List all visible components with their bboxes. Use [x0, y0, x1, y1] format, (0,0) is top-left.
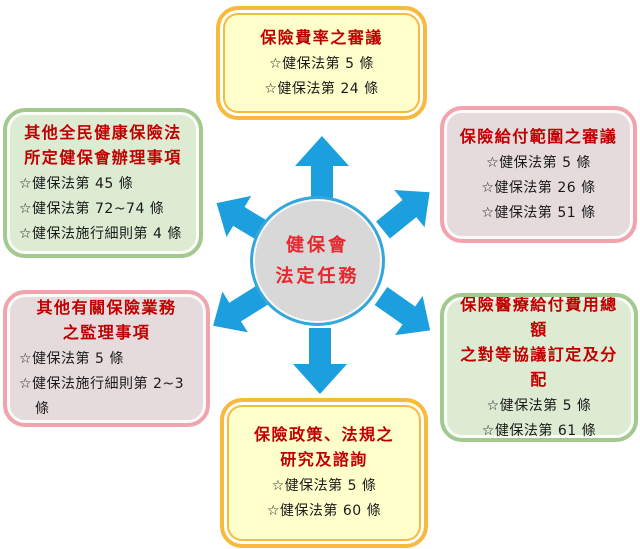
box-title-line: 之監理事項	[62, 323, 151, 342]
box-title-line: 保險醫療給付費用總額	[460, 294, 618, 339]
box-title: 保險政策、法規之 研究及諮詢	[234, 422, 414, 472]
box-title-line: 其他有關保險業務	[36, 298, 177, 317]
box-title-line: 研究及諮詢	[280, 450, 368, 469]
box-title-line: 保險政策、法規之	[253, 425, 394, 444]
law-reference: ☆健保法第 5 條	[271, 478, 377, 494]
law-reference: ☆健保法第 24 條	[264, 80, 379, 97]
box-other-supervision-matters: 其他有關保險業務 之監理事項 ☆健保法第 5 條 ☆健保法施行細則第 2~3 條	[3, 290, 210, 427]
box-title-line: 之對等協議訂定及分配	[460, 344, 618, 389]
law-reference: ☆健保法第 5 條	[486, 397, 592, 414]
box-title-line: 保險給付範圍之審議	[459, 126, 618, 146]
law-reference-continuation: 條	[35, 401, 50, 417]
law-reference: ☆健保法第 26 條	[481, 179, 596, 196]
law-reference: ☆健保法第 61 條	[481, 422, 597, 439]
box-items: ☆健保法第 5 條 ☆健保法第 26 條 ☆健保法第 51 條	[454, 151, 623, 226]
law-reference: ☆健保法第 72~74 條	[19, 200, 165, 217]
box-policy-research-consultation: 保險政策、法規之 研究及諮詢 ☆健保法第 5 條 ☆健保法第 60 條	[220, 398, 428, 548]
box-title-line: 保險費率之審議	[260, 27, 383, 47]
law-reference: ☆健保法第 5 條	[486, 154, 591, 171]
central-circle-text-line: 法定任務	[275, 266, 360, 287]
box-title: 保險醫療給付費用總額 之對等協議訂定及分配	[454, 294, 624, 392]
central-circle-text-line: 健保會	[286, 235, 349, 256]
law-reference: ☆健保法施行細則第 4 條	[19, 225, 182, 242]
law-reference: ☆健保法第 60 條	[266, 503, 382, 519]
box-other-nhi-act-matters: 其他全民健康保險法 所定健保會辦理事項 ☆健保法第 45 條 ☆健保法第 72~…	[3, 108, 203, 258]
box-insurance-rate-review: 保險費率之審議 ☆健保法第 5 條 ☆健保法第 24 條	[216, 6, 427, 120]
box-benefit-scope-review: 保險給付範圍之審議 ☆健保法第 5 條 ☆健保法第 26 條 ☆健保法第 51 …	[440, 106, 637, 243]
box-title: 保險費率之審議	[230, 25, 413, 50]
box-items: ☆健保法第 5 條 ☆健保法施行細則第 2~3 條	[17, 347, 196, 422]
arrow-up-icon	[295, 136, 349, 202]
arrow-upper-right-icon	[376, 189, 430, 239]
arrow-lower-right-icon	[374, 286, 431, 336]
box-items: ☆健保法第 45 條 ☆健保法第 72~74 條 ☆健保法施行細則第 4 條	[17, 172, 189, 247]
box-title-line: 所定健保會辦理事項	[24, 147, 182, 167]
box-items: ☆健保法第 5 條 ☆健保法第 61 條	[454, 394, 624, 439]
central-circle: 健保會 法定任務	[250, 196, 385, 326]
arrow-down-icon	[293, 328, 347, 394]
box-title: 其他全民健康保險法 所定健保會辦理事項	[17, 120, 189, 170]
box-items: ☆健保法第 5 條 ☆健保法第 24 條	[230, 52, 413, 102]
law-reference: ☆健保法第 5 條	[269, 55, 374, 72]
box-global-budget-negotiation: 保險醫療給付費用總額 之對等協議訂定及分配 ☆健保法第 5 條 ☆健保法第 61…	[440, 293, 638, 442]
arrow-lower-left-icon	[213, 284, 270, 333]
law-reference: ☆健保法第 45 條	[19, 175, 134, 192]
box-title: 其他有關保險業務 之監理事項	[17, 295, 196, 345]
law-reference: ☆健保法施行細則第 2~3	[19, 376, 185, 392]
box-items: ☆健保法第 5 條 ☆健保法第 60 條	[234, 474, 414, 524]
box-title-line: 其他全民健康保險法	[24, 122, 182, 142]
law-reference: ☆健保法第 51 條	[481, 204, 596, 221]
box-title: 保險給付範圍之審議	[454, 124, 623, 149]
law-reference: ☆健保法第 5 條	[19, 351, 124, 367]
